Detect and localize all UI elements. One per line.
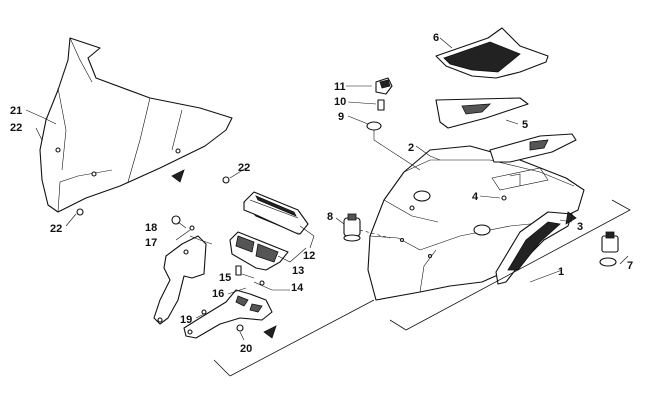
direction-arrow-hood bbox=[565, 211, 577, 225]
bushing-9 bbox=[366, 121, 382, 131]
callout-4: 4 bbox=[472, 191, 479, 203]
instrument-gauge bbox=[243, 191, 309, 235]
callout-3: 3 bbox=[577, 221, 583, 233]
windshield bbox=[39, 37, 233, 213]
callout-7: 7 bbox=[627, 260, 633, 272]
callout-9: 9 bbox=[338, 111, 344, 123]
hood bbox=[367, 145, 585, 301]
vent-panel-5-lower bbox=[489, 133, 577, 163]
nut-14 bbox=[259, 280, 265, 286]
mount-bracket-lower bbox=[183, 289, 273, 339]
direction-arrow-lower bbox=[263, 325, 277, 339]
windshield-screw-22-top bbox=[91, 171, 97, 177]
direction-arrow bbox=[171, 169, 185, 183]
headlight-knob-11 bbox=[375, 77, 393, 95]
callout-22-bottom: 22 bbox=[50, 223, 62, 235]
callout-10: 10 bbox=[334, 96, 346, 108]
washer-22-right bbox=[222, 176, 230, 184]
callout-15: 15 bbox=[219, 272, 231, 284]
callout-13: 13 bbox=[292, 265, 304, 277]
screw-19 bbox=[201, 309, 207, 315]
nut-20 bbox=[236, 324, 244, 332]
callout-20: 20 bbox=[240, 343, 252, 355]
callout-1: 1 bbox=[558, 266, 564, 278]
callout-5: 5 bbox=[522, 119, 528, 131]
windshield-screw-22-right bbox=[175, 148, 181, 154]
vent-panel-5-upper bbox=[435, 97, 529, 129]
callout-2: 2 bbox=[408, 142, 414, 154]
assembly-bracket-main bbox=[229, 299, 375, 377]
cap-7 bbox=[599, 231, 619, 267]
hood-side-panel-3 bbox=[495, 211, 573, 285]
callout-22-right: 22 bbox=[238, 162, 250, 174]
screw-15 bbox=[235, 265, 242, 276]
callout-22-left: 22 bbox=[10, 122, 22, 134]
windshield-washer-22-bottom bbox=[76, 208, 84, 216]
vent-grille-6 bbox=[435, 27, 549, 79]
vent-panel-4-seal bbox=[491, 167, 549, 191]
windshield-screw-22-left bbox=[55, 147, 61, 153]
callout-19: 19 bbox=[180, 314, 192, 326]
callout-16: 16 bbox=[212, 288, 224, 300]
callout-6: 6 bbox=[433, 32, 439, 44]
callout-17: 17 bbox=[145, 237, 157, 249]
callout-12: 12 bbox=[303, 250, 315, 262]
gauge-bracket bbox=[229, 231, 289, 271]
callout-11: 11 bbox=[334, 81, 346, 93]
callout-18: 18 bbox=[145, 222, 157, 234]
washer-17 bbox=[189, 225, 195, 231]
mount-bracket-upper bbox=[153, 235, 207, 325]
assembly-bracket-1 bbox=[405, 199, 631, 331]
callout-21: 21 bbox=[10, 105, 22, 117]
rivet-4 bbox=[501, 195, 507, 201]
callout-8: 8 bbox=[327, 211, 333, 223]
callout-14: 14 bbox=[291, 282, 304, 294]
screw-10 bbox=[377, 99, 385, 111]
switch-8 bbox=[343, 213, 361, 242]
leader-lines bbox=[25, 37, 629, 341]
